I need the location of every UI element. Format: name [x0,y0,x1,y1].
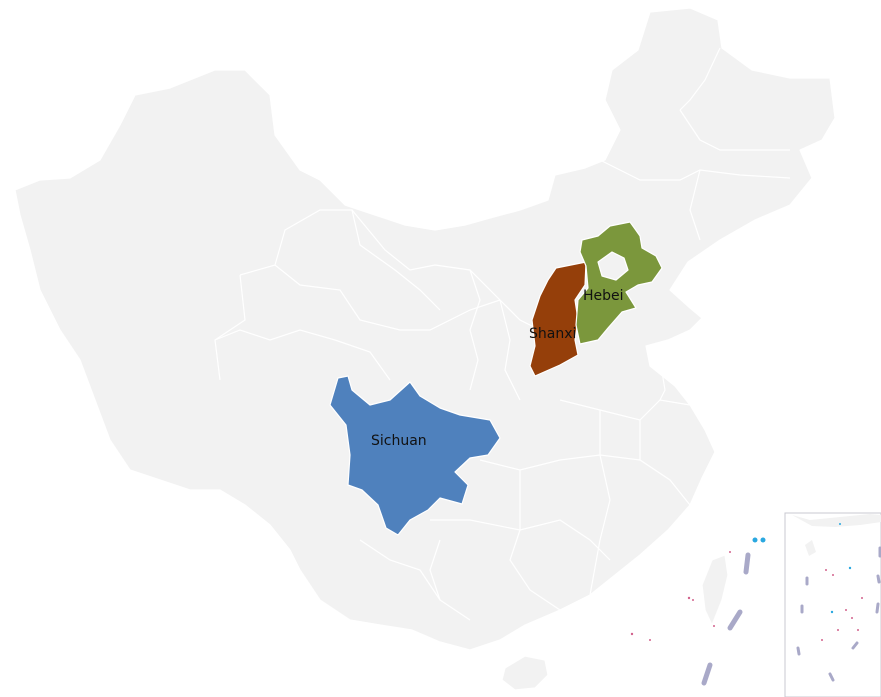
island-dot [752,537,758,543]
nine-dash-line [701,552,751,686]
label-hebei: Hebei [583,288,624,304]
south-china-sea-inset [784,512,881,697]
mainland-outline [14,7,836,651]
province-sichuan[interactable] [329,375,501,536]
province-hebei[interactable] [575,221,663,345]
province-shanxi[interactable] [529,261,587,377]
label-sichuan: Sichuan [371,433,427,449]
label-shanxi: Shanxi [529,326,576,342]
taiwan-island [701,554,729,626]
province-borders [214,47,791,621]
hainan-island [501,655,549,691]
island-dot [760,537,766,543]
small-islands [630,551,731,641]
